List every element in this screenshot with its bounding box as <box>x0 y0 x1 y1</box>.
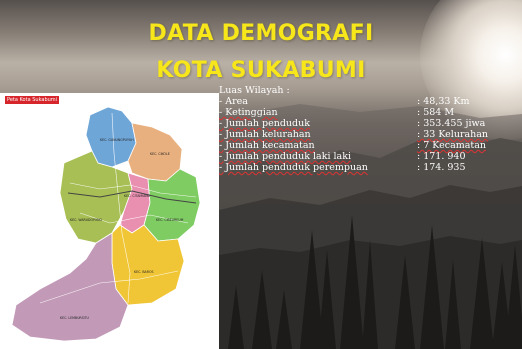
info-label: - Jumlah penduduk perempuan <box>219 162 368 173</box>
info-value: : 584 M <box>417 107 455 118</box>
info-label: - Jumlah kecamatan <box>219 140 315 151</box>
info-label: - Jumlah penduduk <box>219 118 310 129</box>
slide-title-line2: KOTA SUKABUMI <box>156 58 366 83</box>
district-cibeureum <box>143 168 201 242</box>
svg-text:KEC. LEMBURSITU: KEC. LEMBURSITU <box>60 316 90 320</box>
svg-text:KEC. BAROS: KEC. BAROS <box>134 270 153 274</box>
map-card: KEC. GUNUNGPUYUH KEC. CIKOLE KEC. WARUDO… <box>0 93 219 349</box>
info-value: : 48,33 Km <box>417 96 470 107</box>
info-label: - Area <box>219 96 248 107</box>
info-value: : 33 Kelurahan <box>417 129 489 140</box>
info-value: : 353.455 jiwa <box>417 118 486 129</box>
info-value: : 174. 935 <box>417 162 466 173</box>
svg-text:KEC. CIBEUREUM: KEC. CIBEUREUM <box>156 218 184 222</box>
svg-text:KEC. CIKOLE: KEC. CIKOLE <box>150 152 170 156</box>
slide-title-line1: DATA DEMOGRAFI <box>148 21 374 46</box>
svg-text:KEC. WARUDOYONG: KEC. WARUDOYONG <box>70 218 103 222</box>
svg-text:KEC. CITAMIANG: KEC. CITAMIANG <box>124 194 151 198</box>
district-map: KEC. GUNUNGPUYUH KEC. CIKOLE KEC. WARUDO… <box>11 106 201 342</box>
district-lembursitu <box>11 232 129 342</box>
svg-text:KEC. GUNUNGPUYUH: KEC. GUNUNGPUYUH <box>100 138 134 142</box>
info-label: - Jumlah kelurahan <box>219 129 311 140</box>
info-value: : 7 Kecamatan <box>417 140 487 151</box>
info-label: - Ketinggian <box>219 107 278 118</box>
info-heading: Luas Wilayah : <box>219 85 290 96</box>
info-value: : 171. 940 <box>417 151 466 162</box>
map-label: Peta Kota Sukabumi <box>5 96 60 104</box>
info-label: - Jumlah penduduk laki laki <box>219 151 352 162</box>
